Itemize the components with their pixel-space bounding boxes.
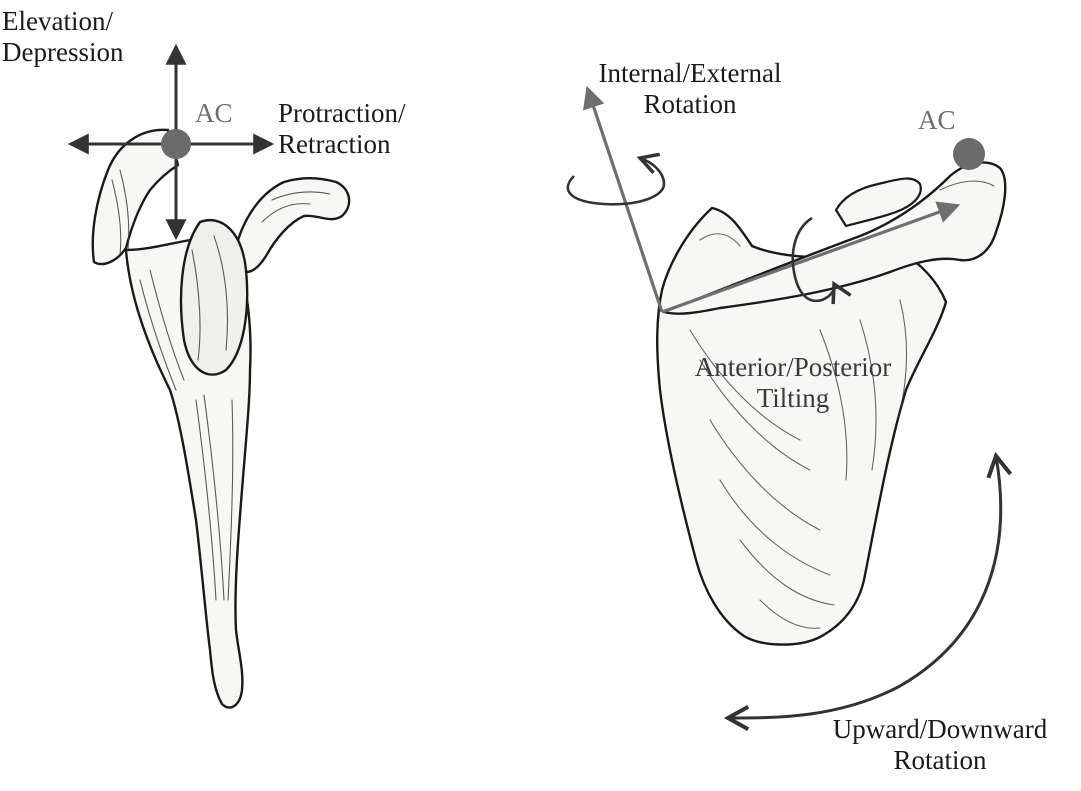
left-coracoid-shape bbox=[238, 178, 349, 272]
internal-external-label-line1: Internal/External bbox=[560, 58, 820, 89]
protraction-label-line1: Protraction/ bbox=[278, 98, 405, 129]
left-scapula-drawing bbox=[93, 130, 349, 708]
upward-downward-label-line2: Rotation bbox=[800, 745, 1080, 776]
left-ac-marker bbox=[161, 129, 191, 159]
tilting-label-line1: Anterior/Posterior bbox=[662, 352, 924, 383]
internal-external-label-line2: Rotation bbox=[560, 89, 820, 120]
internal-external-label: Internal/External Rotation bbox=[560, 58, 820, 120]
right-ac-marker bbox=[953, 138, 985, 170]
upward-downward-label: Upward/Downward Rotation bbox=[800, 714, 1080, 776]
elevation-label-line1: Elevation/ bbox=[2, 6, 123, 37]
upward-downward-label-line1: Upward/Downward bbox=[800, 714, 1080, 745]
tilting-label: Anterior/Posterior Tilting bbox=[662, 352, 924, 414]
protraction-label: Protraction/ Retraction bbox=[278, 98, 405, 160]
protraction-label-line2: Retraction bbox=[278, 129, 405, 160]
elevation-label: Elevation/ Depression bbox=[2, 6, 123, 68]
elevation-label-line2: Depression bbox=[2, 37, 123, 68]
left-glenoid-shape bbox=[181, 220, 247, 374]
internal-external-axis-arrow bbox=[588, 90, 662, 312]
left-ac-label: AC bbox=[195, 98, 233, 129]
tilting-label-line2: Tilting bbox=[662, 383, 924, 414]
right-ac-label: AC bbox=[918, 105, 956, 136]
internal-external-rotation-curl bbox=[568, 158, 664, 204]
